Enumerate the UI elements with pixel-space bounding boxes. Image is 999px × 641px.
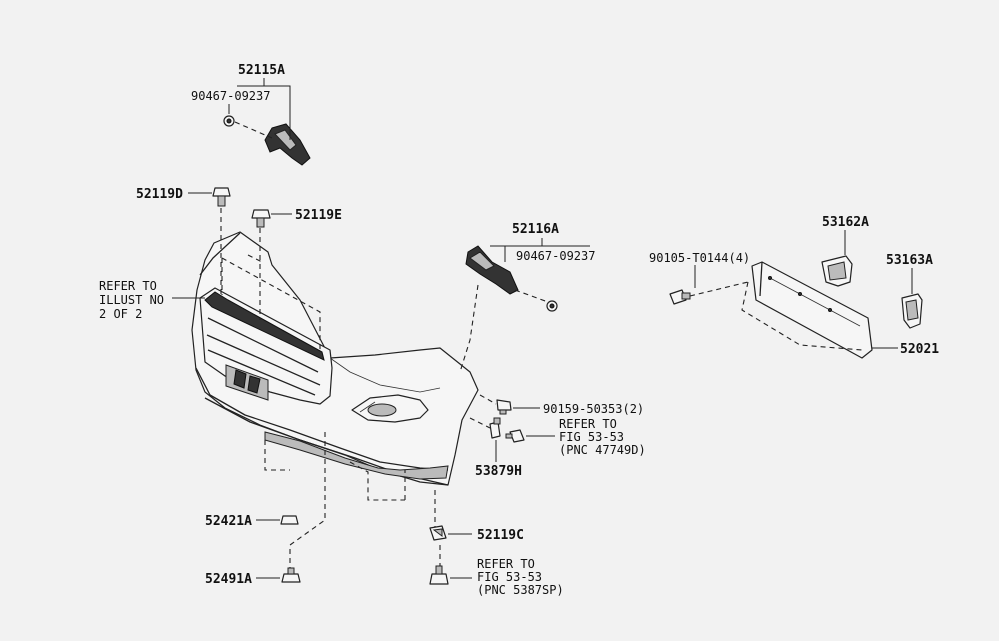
bracket-52115A <box>264 123 311 166</box>
bolt-52119D <box>212 187 231 207</box>
clip-52119C <box>429 525 447 541</box>
refer-fig-2-line3: (PNC 5387SP) <box>477 583 564 597</box>
screw-52491A <box>281 567 301 583</box>
clip-90467-lower <box>546 300 558 312</box>
refer-fig-2-line2: FIG 53-53 <box>477 570 542 584</box>
label-52021: 52021 <box>900 342 939 357</box>
label-90105-T0144: 90105-T0144(4) <box>649 251 750 265</box>
label-52119C: 52119C <box>477 528 524 543</box>
refer-illust-line3: 2 OF 2 <box>99 307 142 321</box>
screw-refer-5387SP <box>429 565 449 585</box>
refer-fig-1-line3: (PNC 47749D) <box>559 443 646 457</box>
refer-illust-line1: REFER TO <box>99 279 157 293</box>
label-52116A: 52116A <box>512 222 559 237</box>
label-53162A: 53162A <box>822 215 869 230</box>
nut-53879H <box>489 417 501 439</box>
label-90467-09237-upper: 90467-09237 <box>191 89 270 103</box>
retainer-53163A <box>901 293 923 329</box>
label-52119E: 52119E <box>295 208 342 223</box>
bolt-52119E <box>251 209 271 228</box>
label-52119D: 52119D <box>136 187 183 202</box>
screw-90159 <box>496 399 512 415</box>
refer-illust-line2: ILLUST NO <box>99 293 164 307</box>
radiator-grille <box>199 287 333 405</box>
refer-fig-1-line2: FIG 53-53 <box>559 430 624 444</box>
screw-refer-47749D <box>505 429 525 443</box>
refer-fig-2-line1: REFER TO <box>477 557 535 571</box>
label-90467-09237-lower: 90467-09237 <box>516 249 595 263</box>
label-53163A: 53163A <box>886 253 933 268</box>
front-bumper-cover <box>191 231 479 486</box>
bracket-52116A <box>465 245 519 295</box>
clip-52421A <box>280 515 299 525</box>
label-90159-50353: 90159-50353(2) <box>543 402 644 416</box>
label-52491A: 52491A <box>205 572 252 587</box>
retainer-53162A <box>821 255 853 287</box>
label-53879H: 53879H <box>475 464 522 479</box>
bolt-90105 <box>669 289 691 305</box>
refer-fig-1-line1: REFER TO <box>559 417 617 431</box>
label-52421A: 52421A <box>205 514 252 529</box>
license-plate-bracket-52021 <box>751 261 873 359</box>
clip-90467-upper <box>223 115 235 127</box>
label-52115A: 52115A <box>238 63 285 78</box>
